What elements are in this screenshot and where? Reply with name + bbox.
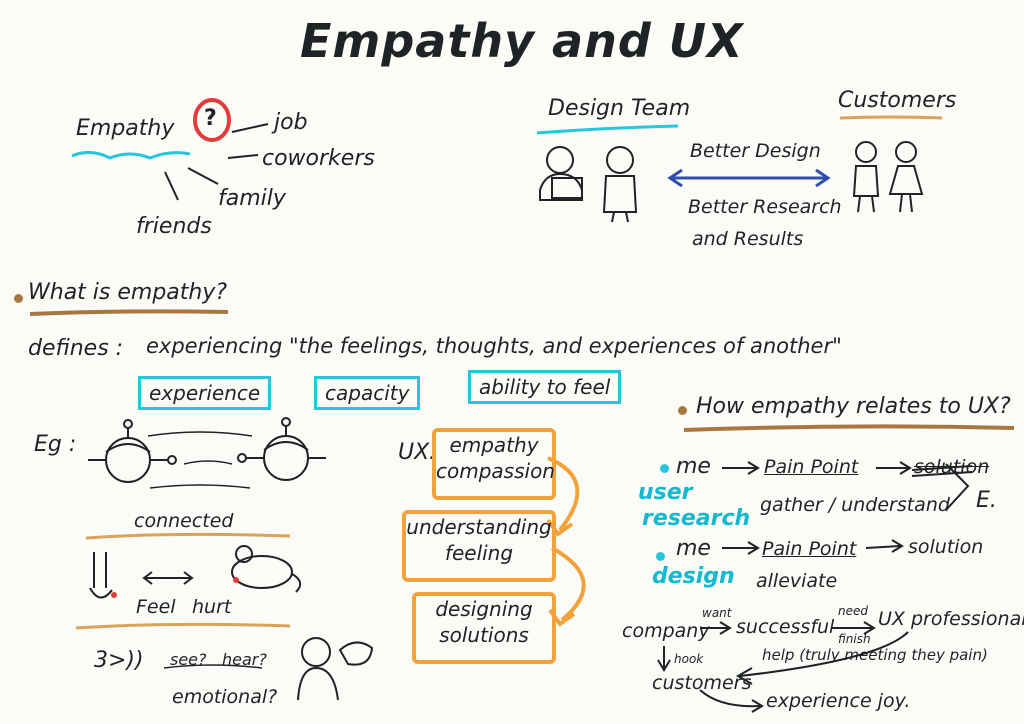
ux-step-line2: solutions <box>439 623 529 647</box>
row1-pain-point: Pain Point <box>764 456 859 478</box>
ux-step-understanding: understanding feeling <box>402 510 556 582</box>
ux-step-empathy: empathy compassion <box>432 428 556 500</box>
customers-label: Customers <box>838 88 957 113</box>
customers-bottom-label: customers <box>652 672 752 694</box>
row2-sub: alleviate <box>756 570 838 592</box>
design-label: design <box>652 564 735 589</box>
ux-step-designing: designing solutions <box>412 592 556 664</box>
what-is-heading: What is empathy? <box>28 280 228 305</box>
design-team-label: Design Team <box>548 96 691 121</box>
row1-solution-struck: solution <box>914 456 990 478</box>
mindmap-branch-job: job <box>274 110 308 135</box>
connected-label: connected <box>134 510 234 532</box>
eg-label: Eg : <box>34 432 77 457</box>
want-label: want <box>702 606 732 620</box>
feel-label: Feel <box>136 596 176 618</box>
page-title: Empathy and UX <box>300 14 744 68</box>
ux-professional-label: UX professional <box>878 608 1024 630</box>
bullet-dot <box>678 406 687 415</box>
ux-step-line1: understanding <box>406 515 552 539</box>
hurt-label: hurt <box>192 596 232 618</box>
bullet-dot <box>656 552 665 561</box>
ux-step-line1: empathy <box>449 433 539 457</box>
definition-text: experiencing "the feelings, thoughts, an… <box>146 334 842 358</box>
sound-marks: 3>)) <box>94 648 144 673</box>
mindmap-branch-family: family <box>218 186 286 211</box>
arrow-label-better-research: Better Research <box>688 196 842 218</box>
question-mark-icon: ? <box>204 106 217 131</box>
bullet-dot <box>14 294 23 303</box>
hook-label: hook <box>674 652 704 666</box>
row2-pain-point: Pain Point <box>762 538 857 560</box>
arrow-label-and-results: and Results <box>692 228 804 250</box>
help-label: help (truly meeting they pain) <box>762 646 988 664</box>
ux-step-line1: designing <box>435 597 533 621</box>
ux-step-line2: feeling <box>444 541 514 565</box>
mindmap-branch-coworkers: coworkers <box>262 146 375 171</box>
company-label: company <box>622 620 710 642</box>
need-label: need <box>838 604 868 618</box>
successful-label: successful <box>736 616 835 638</box>
keyword-experience: experience <box>138 376 272 410</box>
experience-joy-label: experience joy. <box>766 690 911 712</box>
definition-prefix: defines : <box>28 336 124 361</box>
row2-actor: me <box>676 536 711 561</box>
ux-prefix: UX: <box>398 440 437 465</box>
bullet-dot <box>660 464 669 473</box>
mindmap-branch-friends: friends <box>136 214 212 239</box>
keyword-capacity: capacity <box>314 376 421 410</box>
see-label: see? <box>170 650 207 669</box>
finish-label: finish <box>838 632 871 646</box>
research-label: research <box>642 506 751 531</box>
how-relates-heading: How empathy relates to UX? <box>696 394 1011 419</box>
hear-label: hear? <box>222 650 267 669</box>
ux-step-line2: compassion <box>436 459 555 483</box>
row2-solution: solution <box>908 536 984 558</box>
emotional-label: emotional? <box>172 686 278 708</box>
mindmap-center: Empathy <box>76 116 175 141</box>
user-label: user <box>638 480 693 505</box>
row1-actor: me <box>676 454 711 479</box>
keyword-ability-to-feel: ability to feel <box>468 370 622 404</box>
arrow-label-better-design: Better Design <box>690 140 821 162</box>
row1-sub: gather / understand <box>760 494 950 516</box>
brace-label: E. <box>976 488 997 513</box>
